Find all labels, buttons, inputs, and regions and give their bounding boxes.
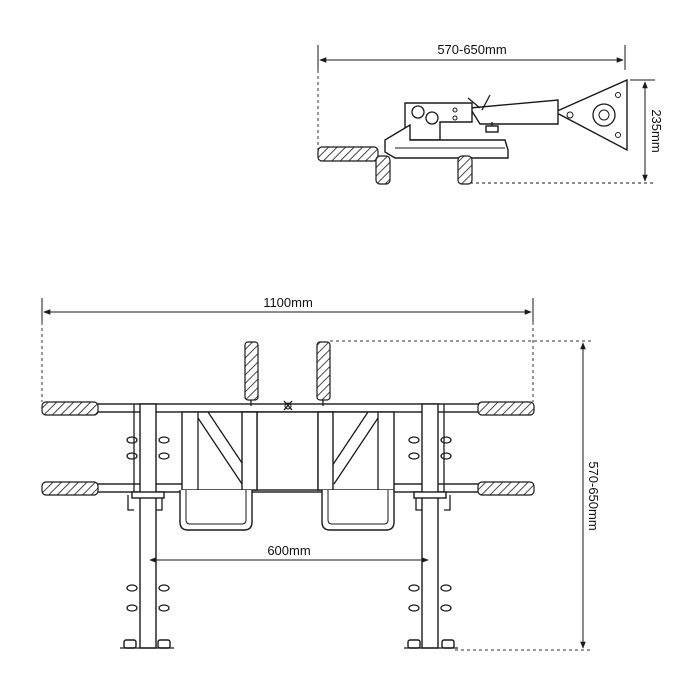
post-spacing-dimension: 600mm [149,543,429,563]
side-neutral-grip-left [375,155,391,185]
vertical-grip-right [316,341,331,401]
side-width-label: 570-650mm [437,42,506,57]
lower-right-grip [477,481,535,496]
wall-bracket-plate [553,78,628,152]
upper-left-grip [41,401,99,416]
lower-left-grip [41,481,99,496]
right-lower-loop [321,490,395,531]
front-width-dimension: 1100mm [41,295,534,402]
side-height-label: 235mm [649,109,664,152]
left-lower-bolts [126,584,170,612]
front-width-label: 1100mm [263,295,313,310]
side-neutral-grip-right [457,155,473,185]
upper-wide-bar [41,401,535,416]
side-height-dimension: 235mm [470,79,664,184]
front-view: 1100mm 570-650mm [41,295,601,651]
side-lower-bar [384,123,509,159]
left-wall-post [120,403,174,649]
side-arm-tube [404,94,559,141]
side-forward-grip [317,146,379,162]
left-lower-loop [179,490,253,531]
upper-right-grip [477,401,535,416]
right-wall-post [404,403,458,649]
right-lower-bolts [408,584,452,612]
right-upper-bolts [408,436,452,460]
side-view: 570-650mm 235mm [317,42,664,185]
post-spacing-label: 600mm [267,543,310,558]
vertical-grip-left [244,341,259,401]
left-upper-bolts [126,436,170,460]
side-width-dimension: 570-650mm [317,42,626,155]
center-frame [181,400,395,491]
front-height-label: 570-650mm [586,461,601,530]
front-height-dimension: 570-650mm [330,340,601,651]
